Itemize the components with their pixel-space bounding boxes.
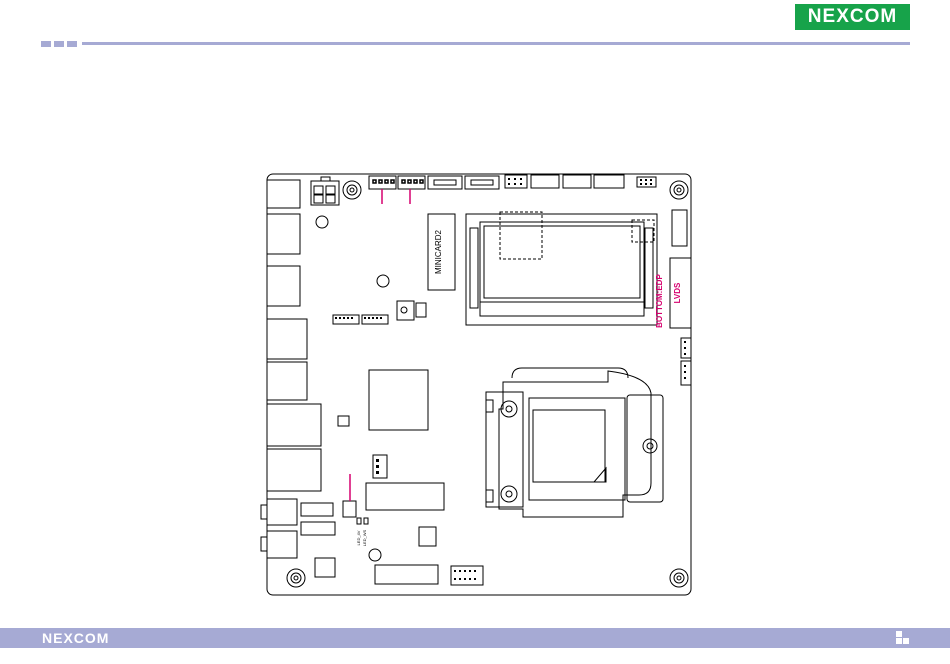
pin-header — [594, 175, 624, 188]
audio-jack-tab — [261, 505, 267, 519]
lan-port — [267, 449, 321, 491]
mounting-hole — [670, 569, 688, 587]
minicard-label: MINICARD2 — [434, 229, 443, 274]
battery-header — [343, 501, 356, 517]
pin-header — [333, 315, 359, 324]
lan-port — [267, 404, 321, 446]
audio-jack — [267, 531, 297, 558]
small-chip — [419, 527, 436, 546]
standoff — [377, 275, 389, 287]
board-outline — [267, 174, 691, 595]
chip-outline — [632, 220, 654, 242]
pin-header — [366, 483, 444, 510]
pin-header — [362, 315, 388, 324]
pin-header — [531, 175, 559, 188]
small-chip — [338, 416, 349, 426]
pin-header — [451, 566, 483, 585]
footer-logo: NEXCOM — [42, 628, 109, 648]
pin-header — [672, 210, 687, 246]
sodimm-socket — [480, 222, 644, 302]
chipset — [369, 370, 428, 430]
pin-dots — [335, 178, 686, 580]
pin-header — [563, 175, 591, 188]
led — [364, 518, 368, 524]
footer-square — [896, 638, 902, 644]
io-port — [267, 214, 300, 254]
led-label: LED_WS — [362, 529, 367, 546]
sata-connector — [465, 176, 499, 189]
footer-bar — [0, 628, 950, 648]
lvds-label: LVDS — [673, 282, 682, 303]
sata-connector — [428, 176, 462, 189]
mounting-hole — [287, 569, 305, 587]
pin-header — [505, 175, 527, 188]
edp-label: BOTTOM:EDP — [655, 274, 664, 328]
io-port — [267, 266, 300, 306]
led-label: LED_4V — [356, 530, 361, 545]
audio-jack-tab — [261, 537, 267, 551]
footer-square — [903, 638, 909, 644]
standoff — [316, 216, 328, 228]
connector — [301, 522, 335, 535]
m2-slot — [375, 565, 438, 584]
cpu-socket — [486, 368, 663, 517]
footer-square — [896, 631, 902, 637]
standoff — [369, 549, 381, 561]
usb-port — [267, 362, 307, 400]
fan-header — [373, 455, 387, 478]
chip-outline — [500, 212, 542, 259]
led — [357, 518, 361, 524]
mounting-hole — [670, 181, 688, 199]
pin-header — [301, 503, 333, 516]
sodimm-slot — [466, 214, 657, 325]
mounting-hole — [343, 181, 361, 199]
bios-chip — [397, 301, 414, 320]
usb-port — [267, 319, 307, 359]
small-chip — [315, 558, 335, 577]
dc-jack — [267, 180, 300, 208]
power-connector — [311, 177, 339, 205]
audio-jack — [267, 499, 297, 525]
pin-header — [637, 177, 656, 187]
